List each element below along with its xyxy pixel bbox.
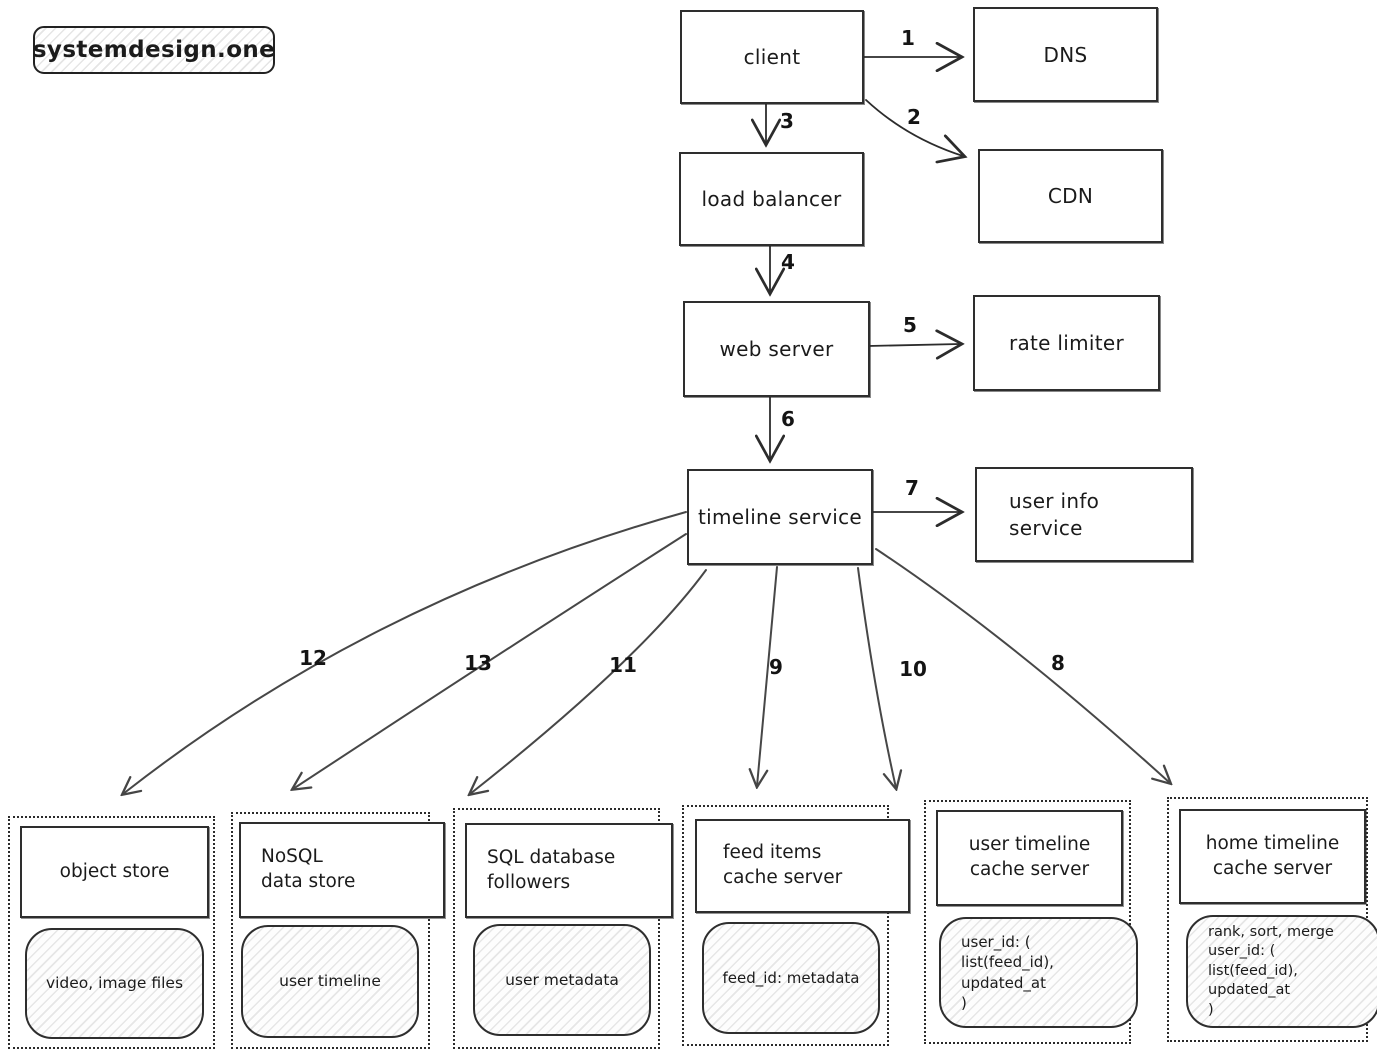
- store-object-store-title-box: object store: [20, 826, 209, 918]
- node-rate-limiter-label: rate limiter: [1008, 331, 1125, 355]
- store-home-timeline-cache-detail: rank, sort, merge user_id: ( list(feed_i…: [1208, 923, 1334, 1018]
- store-nosql: NoSQL data store user timeline: [231, 812, 445, 1049]
- edge-label-1: 1: [901, 26, 915, 50]
- logo-badge: systemdesign.one: [33, 26, 275, 74]
- store-home-timeline-cache: home timeline cache server rank, sort, m…: [1167, 797, 1377, 1042]
- store-object-store-title: object store: [59, 860, 170, 882]
- edge-label-11: 11: [609, 653, 637, 677]
- arrow-timeline-to-sql-database: [470, 569, 707, 794]
- node-user-info-service-label: user info service: [1009, 488, 1100, 540]
- edge-label-13: 13: [464, 651, 492, 675]
- store-nosql-detail-box: user timeline: [241, 925, 419, 1038]
- store-home-timeline-cache-title: home timeline cache server: [1205, 832, 1340, 879]
- store-sql-title-box: SQL database followers: [465, 823, 673, 918]
- store-nosql-title-box: NoSQL data store: [239, 822, 445, 918]
- store-home-timeline-cache-detail-box: rank, sort, merge user_id: ( list(feed_i…: [1186, 915, 1377, 1028]
- node-load-balancer-label: load balancer: [701, 187, 842, 211]
- store-feed-items-cache-title-box: feed items cache server: [695, 819, 910, 913]
- node-user-info-service: user info service: [975, 467, 1193, 562]
- edge-label-12: 12: [299, 646, 327, 670]
- node-web-server: web server: [683, 301, 870, 397]
- node-rate-limiter: rate limiter: [973, 295, 1160, 391]
- edge-label-7: 7: [905, 476, 919, 500]
- store-object-store-detail: video, image files: [45, 974, 184, 993]
- edge-label-9: 9: [769, 655, 783, 679]
- store-user-timeline-cache: user timeline cache server user_id: ( li…: [924, 800, 1138, 1044]
- node-dns-label: DNS: [1043, 42, 1088, 67]
- edge-label-2: 2: [907, 105, 921, 129]
- logo-text: systemdesign.one: [32, 37, 276, 63]
- store-feed-items-cache: feed items cache server feed_id: metadat…: [682, 805, 910, 1046]
- store-user-timeline-cache-detail-box: user_id: ( list(feed_id), updated_at ): [939, 917, 1138, 1028]
- store-feed-items-cache-detail-box: feed_id: metadata: [702, 922, 880, 1034]
- arrow-timeline-to-user-timeline-cache: [857, 567, 896, 788]
- node-dns: DNS: [973, 7, 1158, 102]
- node-timeline-service: timeline service: [687, 469, 873, 565]
- store-feed-items-cache-title: feed items cache server: [723, 842, 843, 888]
- edge-label-6: 6: [781, 407, 795, 431]
- store-nosql-detail: user timeline: [279, 972, 381, 991]
- edge-label-8: 8: [1051, 651, 1065, 675]
- store-object-store-detail-box: video, image files: [25, 928, 204, 1039]
- node-cdn: CDN: [978, 149, 1163, 243]
- store-user-timeline-cache-detail: user_id: ( list(feed_id), updated_at ): [961, 933, 1054, 1012]
- store-user-timeline-cache-title-box: user timeline cache server: [936, 810, 1123, 906]
- node-load-balancer: load balancer: [679, 152, 864, 246]
- store-feed-items-cache-detail: feed_id: metadata: [722, 968, 860, 987]
- arrow-timeline-to-object-store: [123, 511, 687, 794]
- store-sql-detail-box: user metadata: [473, 924, 651, 1036]
- node-timeline-service-label: timeline service: [697, 505, 863, 529]
- store-sql: SQL database followers user metadata: [453, 808, 673, 1049]
- arrow-web-server-to-rate-limiter: [867, 344, 960, 346]
- edge-label-5: 5: [903, 313, 917, 337]
- store-sql-detail: user metadata: [505, 970, 619, 989]
- node-cdn-label: CDN: [1047, 184, 1094, 208]
- edge-label-3: 3: [780, 109, 794, 133]
- store-nosql-title: NoSQL data store: [261, 846, 356, 892]
- store-user-timeline-cache-title: user timeline cache server: [968, 834, 1091, 880]
- node-client: client: [680, 10, 864, 104]
- store-sql-title: SQL database followers: [487, 846, 616, 893]
- edge-label-10: 10: [899, 657, 927, 681]
- edge-label-4: 4: [781, 250, 795, 274]
- store-home-timeline-cache-title-box: home timeline cache server: [1179, 809, 1366, 904]
- node-client-label: client: [743, 45, 801, 69]
- node-web-server-label: web server: [719, 337, 834, 361]
- store-object-store: object store video, image files: [8, 816, 215, 1049]
